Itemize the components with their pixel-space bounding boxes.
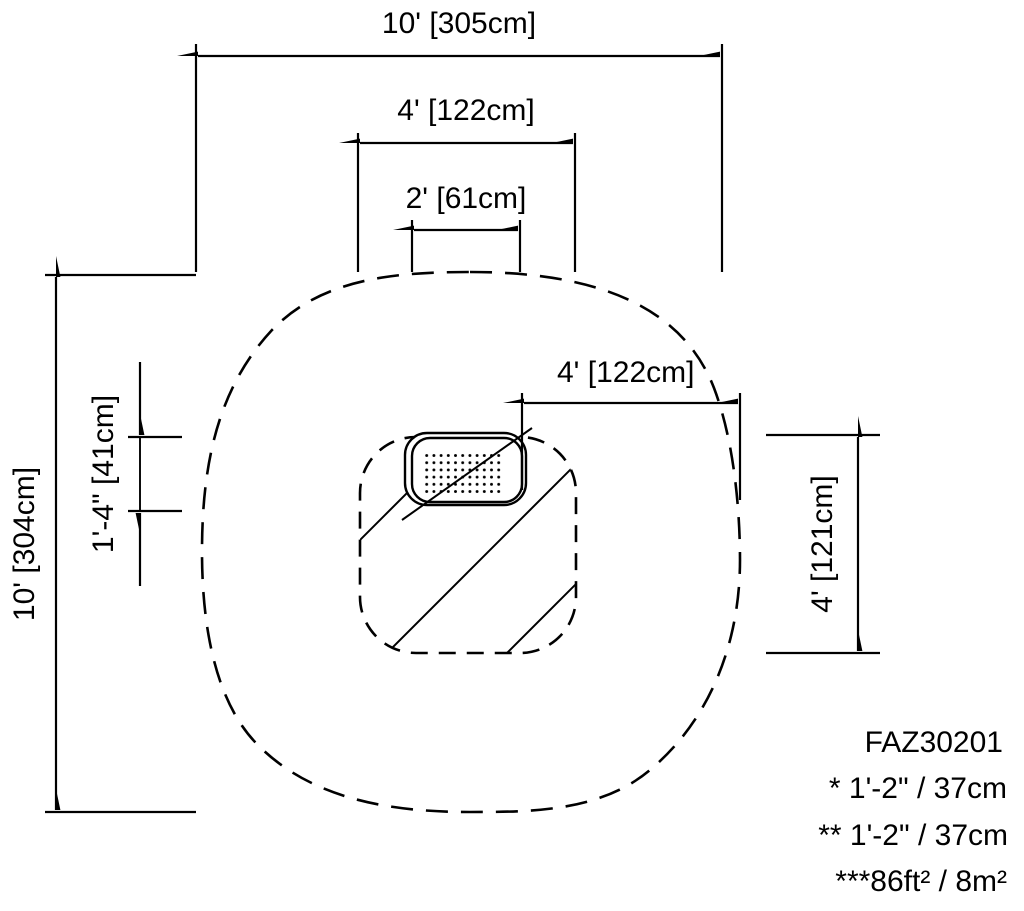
dim-label-right: 4' [121cm] <box>806 475 839 612</box>
note-fall-height-2: ** 1'-2" / 37cm <box>818 819 1008 852</box>
dim-label-left-overall: 10' [304cm] <box>8 467 41 621</box>
notes-block: FAZ30201 * 1'-2" / 37cm ** 1'-2" / 37cm … <box>818 726 1008 898</box>
center-dimension-group: 4' [122cm] <box>503 356 742 500</box>
note-fall-height-1: * 1'-2" / 37cm <box>829 772 1007 805</box>
dim-label-center: 4' [122cm] <box>557 356 694 389</box>
use-zone-outline <box>200 270 742 814</box>
dim-label-left-inner: 1'-4" [41cm] <box>87 395 120 553</box>
dim-label-top-second: 4' [122cm] <box>397 94 534 127</box>
top-dimension-group: 10' [305cm] 4' [122cm] 2' [61cm] <box>177 7 724 272</box>
equipment-footprint-outline <box>358 435 578 655</box>
note-use-zone-area: ***86ft² / 8m² <box>835 865 1007 898</box>
equipment-hatch-line <box>401 427 533 521</box>
right-dimension-group: 4' [121cm] <box>766 416 880 655</box>
left-inner-dimension-group: 1'-4" [41cm] <box>87 362 182 586</box>
equipment-panel-group <box>401 427 533 521</box>
dim-label-top-third: 2' [61cm] <box>406 182 527 215</box>
left-dimension-group: 10' [304cm] <box>8 256 196 814</box>
note-model-code: FAZ30201 <box>865 726 1003 759</box>
equipment-perforated-panel <box>425 453 501 495</box>
dim-label-top-overall: 10' [305cm] <box>382 7 536 40</box>
